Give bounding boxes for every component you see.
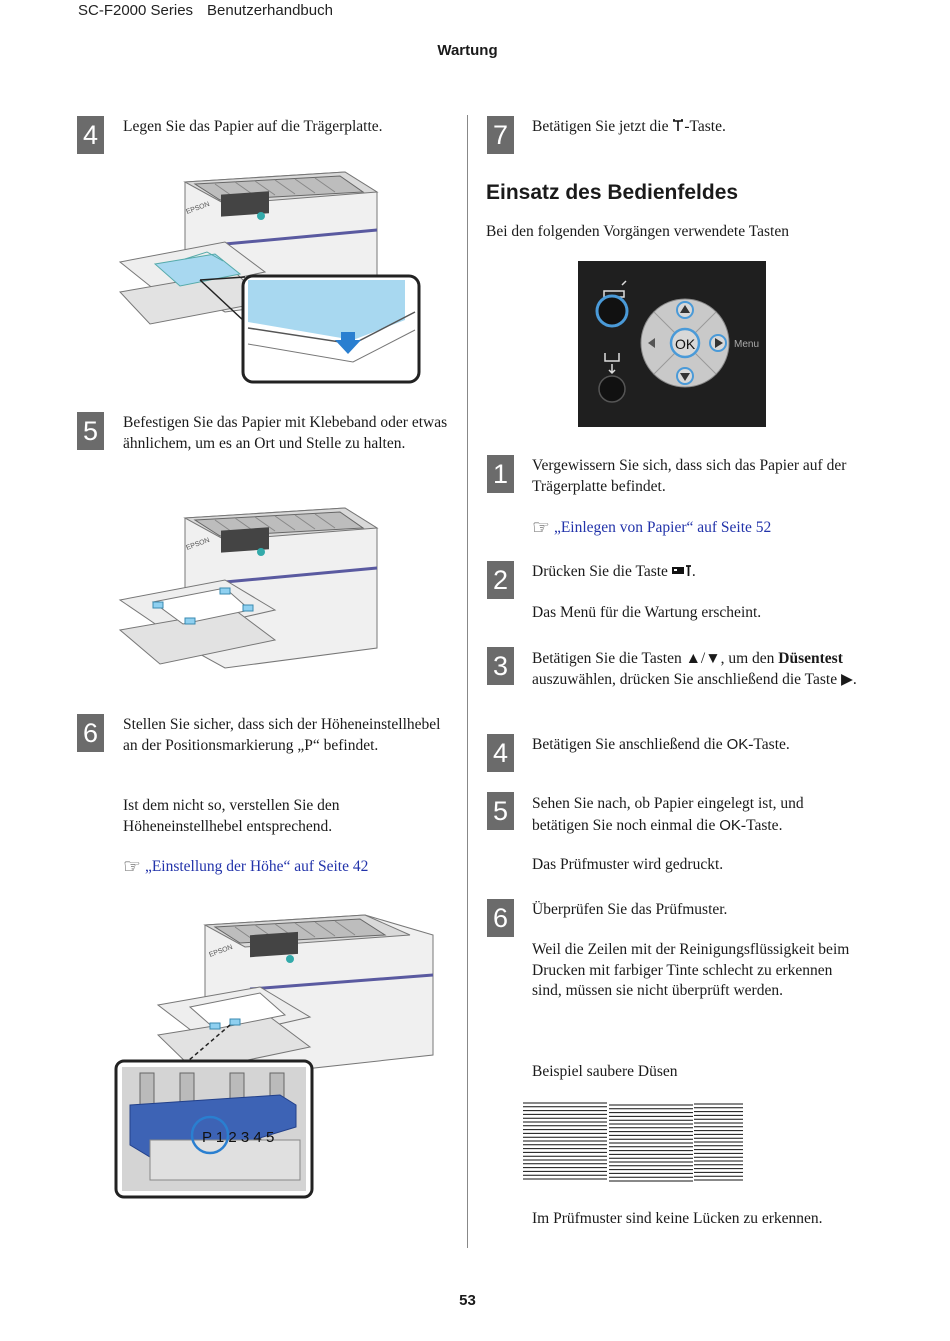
section-title: Wartung (437, 42, 498, 59)
menu-label: Menu (734, 339, 759, 350)
cross-reference-link[interactable]: ☞„Einlegen von Papier“ auf Seite 52 (532, 517, 772, 539)
step-number: 1 (487, 455, 514, 493)
printer-loading-paper-illustration: EPSON (118, 171, 421, 384)
step-text: Drücken Sie die Taste . (532, 563, 696, 580)
intro-text: Bei den folgenden Vorgängen verwendete T… (486, 223, 789, 240)
example-caption: Im Prüfmuster sind keine Lücken zu erken… (532, 1210, 823, 1227)
page-number: 53 (459, 1292, 476, 1309)
step-text: Betätigen Sie die Tasten ▲/▼, um den Düs… (532, 650, 857, 688)
step-number: 3 (487, 647, 514, 685)
step-subtext: Das Menü für die Wartung erscheint. (532, 604, 762, 621)
pointing-hand-icon: ☞ (532, 517, 550, 539)
step-number: 7 (487, 116, 514, 154)
printer-taped-paper-illustration: EPSON (118, 507, 379, 669)
height-lever-illustration: EPSON P 1 2 3 4 5 (114, 914, 434, 1199)
step-text: Betätigen Sie anschließend die OK-Taste. (532, 736, 790, 753)
step-number: 6 (487, 899, 514, 937)
step-subtext: Ist dem nicht so, verstellen Sie den Höh… (123, 797, 340, 835)
step-text: Überprüfen Sie das Prüfmuster. (532, 901, 728, 918)
step-text: Stellen Sie sicher, dass sich der Höhene… (123, 716, 441, 754)
step-text: Betätigen Sie jetzt die -Taste. (532, 118, 726, 135)
pointing-hand-icon: ☞ (123, 856, 141, 878)
step-number: 6 (77, 714, 104, 752)
header-manual: Benutzerhandbuch (207, 2, 333, 19)
example-label: Beispiel saubere Düsen (532, 1063, 678, 1080)
step-number: 2 (487, 561, 514, 599)
lever-scale-text: P 1 2 3 4 5 (202, 1129, 274, 1146)
step-number: 4 (487, 734, 514, 772)
step-subtext: Das Prüfmuster wird gedruckt. (532, 856, 724, 873)
header-model: SC-F2000 Series (78, 2, 194, 19)
step-text: Vergewissern Sie sich, dass sich das Pap… (532, 457, 847, 495)
cross-reference-link[interactable]: ☞„Einstellung der Höhe“ auf Seite 42 (123, 856, 369, 878)
control-panel-illustration: OK Menu (578, 261, 766, 427)
column-divider (467, 115, 468, 1248)
ok-button-label: OK (675, 336, 696, 352)
step-subtext: Weil die Zeilen mit der Reinigungsflüssi… (532, 941, 850, 999)
step-number: 4 (77, 116, 104, 154)
maintenance-icon (673, 119, 684, 131)
step-number: 5 (77, 412, 104, 450)
step-number: 5 (487, 792, 514, 830)
step-text: Sehen Sie nach, ob Papier eingelegt ist,… (532, 795, 804, 834)
step-text: Legen Sie das Papier auf die Trägerplatt… (123, 118, 383, 135)
step-text: Befestigen Sie das Papier mit Klebeband … (123, 414, 448, 452)
section-heading: Einsatz des Bedienfeldes (486, 181, 739, 204)
maintenance-button-icon (671, 565, 691, 576)
nozzle-check-pattern (523, 1102, 743, 1182)
